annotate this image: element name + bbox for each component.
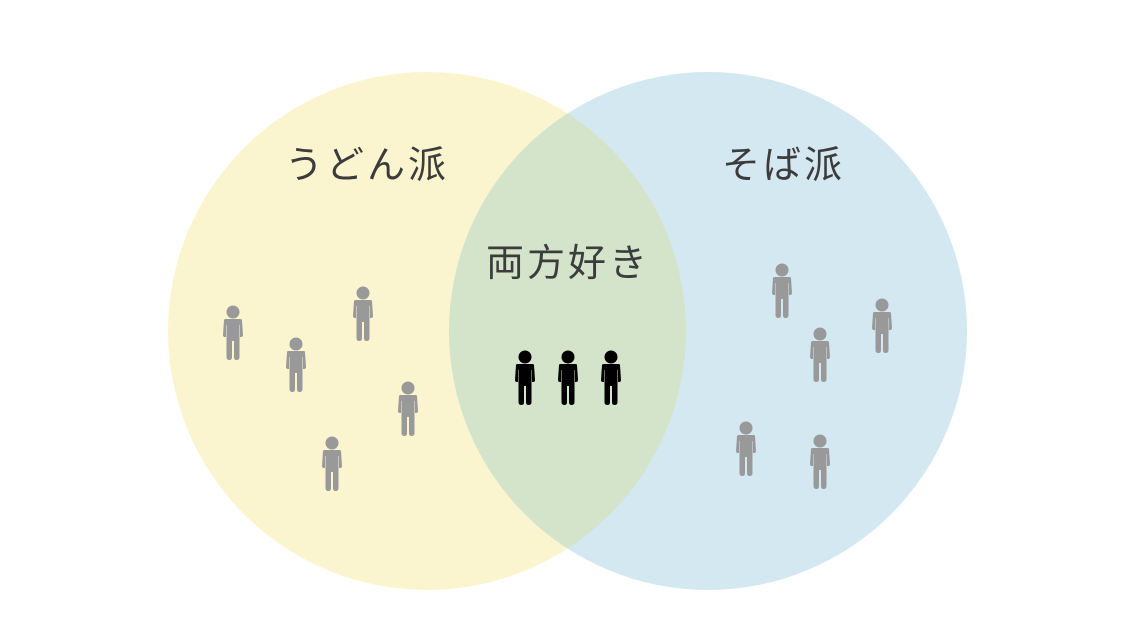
intersection-region: [449, 72, 686, 590]
soba-label: そば派: [722, 143, 846, 187]
intersection-label: 両方好き: [486, 241, 651, 285]
udon-label: うどん派: [285, 143, 450, 187]
